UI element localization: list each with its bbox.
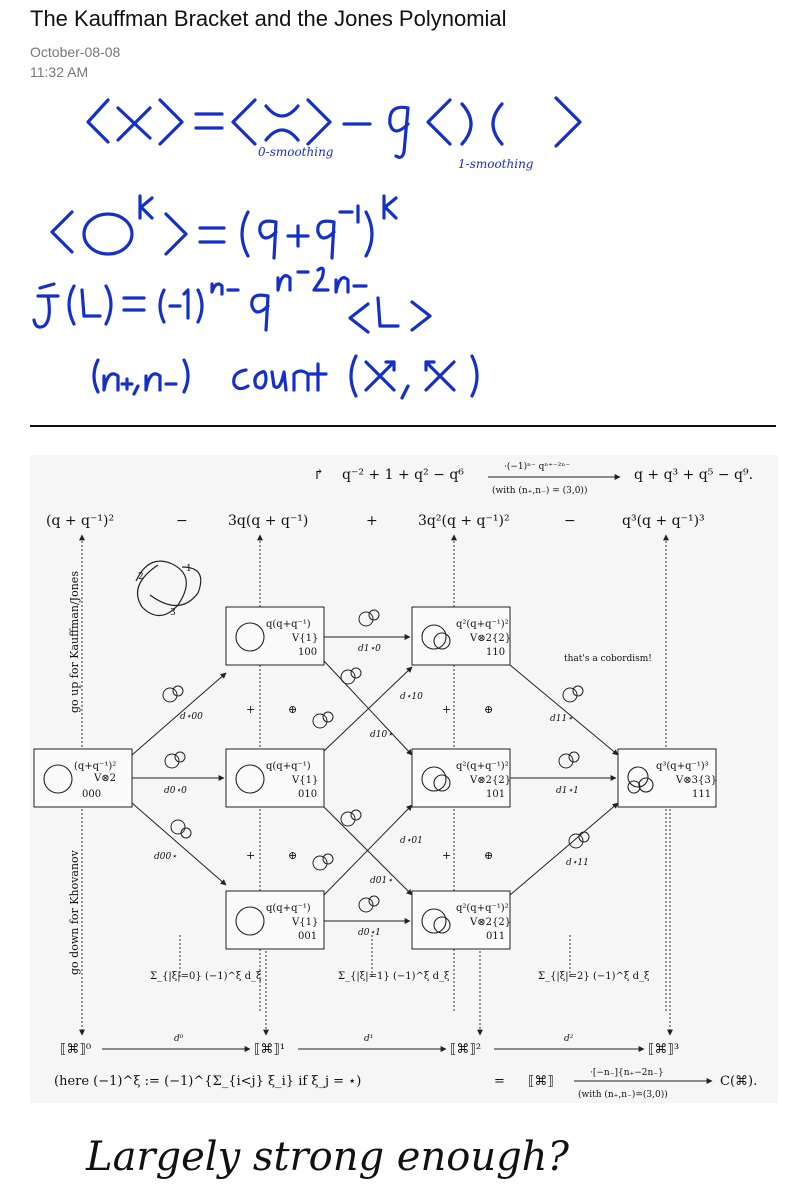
node-111-mid: V⊗3{3} [675, 775, 717, 786]
top-right-polynomial: q + q³ + q⁵ − q⁹. [634, 467, 753, 483]
trefoil-knot-icon [135, 560, 202, 617]
footer-result: C(⌘). [720, 1074, 757, 1089]
plus-sign: + [246, 703, 255, 716]
node-111-id: 111 [692, 789, 711, 800]
node-101-mid: V⊗2{2} [469, 775, 511, 786]
knot-label-3: 3 [170, 608, 176, 618]
knot-label-1: 1 [186, 564, 192, 574]
note-time: 11:32 AM [30, 64, 89, 80]
node-101-id: 101 [486, 789, 505, 800]
edge-label-d00-: d00⋆ [154, 852, 177, 862]
term-sign-1: + [366, 513, 378, 529]
term-2: 3q²(q + q⁻¹)² [418, 513, 510, 529]
oplus-sign: ⊕ [484, 849, 493, 862]
footer-definition: (here (−1)^ξ := (−1)^{Σ_{i<j} ξ_i} if ξ_… [54, 1074, 361, 1089]
node-001-id: 001 [298, 931, 317, 942]
node-010-top: q(q+q⁻¹) [266, 761, 311, 772]
smoothing-label-1: 1-smoothing [458, 157, 534, 171]
edge-label-d0-0: d0⋆0 [164, 786, 187, 796]
handwritten-equations: 0-smoothing 1-smoothing [32, 96, 582, 400]
node-100-mid: V{1} [291, 633, 318, 644]
footer-arrow-label: ·[−n₋]{n₊−2n₋} [590, 1068, 664, 1078]
edge-label-d11-: d11⋆ [550, 714, 573, 724]
chain-map-d0: d⁰ [174, 1034, 184, 1044]
node-000-top: (q+q⁻¹)² [74, 761, 116, 772]
knot-label-2: 2 [138, 572, 144, 582]
note-date: October-08-08 [30, 44, 121, 60]
node-100-id: 100 [298, 647, 317, 658]
khovanov-cube-figure: ↱ q⁻² + 1 + q² − q⁶ ·(−1)ⁿ⁻ qⁿ⁺⁻²ⁿ⁻ (wit… [30, 455, 778, 1103]
chain-map-d2: d² [564, 1034, 574, 1044]
node-000-mid: V⊗2 [93, 773, 116, 784]
node-111-top: q³(q+q⁻¹)³ [656, 761, 709, 772]
sum-label-0: Σ_{|ξ|=0} (−1)^ξ d_ξ [150, 971, 262, 982]
footer-arrow-sub: (with (n₊,n₋)=(3,0)) [578, 1089, 668, 1100]
term-sign-0: − [176, 513, 188, 529]
note-title: The Kauffman Bracket and the Jones Polyn… [30, 6, 507, 31]
top-arrow-sub: (with (n₊,n₋) = (3,0)) [492, 485, 587, 496]
smoothing-label-0: 0-smoothing [258, 145, 334, 159]
chain-3: ⟦⌘⟧³ [648, 1042, 679, 1057]
node-100-top: q(q+q⁻¹) [266, 619, 311, 630]
term-3: q³(q + q⁻¹)³ [622, 513, 705, 529]
node-110-mid: V⊗2{2} [469, 633, 511, 644]
node-110-id: 110 [486, 647, 505, 658]
node-011-top: q²(q+q⁻¹)² [456, 903, 509, 914]
footer-equals: = [494, 1074, 505, 1089]
node-010-mid: V{1} [291, 775, 318, 786]
node-010-id: 010 [298, 789, 317, 800]
node-110-top: q²(q+q⁻¹)² [456, 619, 509, 630]
chain-0: ⟦⌘⟧⁰ [60, 1042, 91, 1057]
plus-sign: + [442, 849, 451, 862]
side-label-down: go down for Khovanov [68, 849, 81, 975]
node-001-top: q(q+q⁻¹) [266, 903, 311, 914]
sum-label-1: Σ_{|ξ|=1} (−1)^ξ d_ξ [338, 971, 450, 982]
edge-label-d-11: d⋆11 [566, 858, 589, 868]
plus-sign: + [246, 849, 255, 862]
oplus-sign: ⊕ [288, 849, 297, 862]
node-101-top: q²(q+q⁻¹)² [456, 761, 509, 772]
footer-bracket: ⟦⌘⟧ [528, 1074, 554, 1089]
term-1: 3q(q + q⁻¹) [228, 513, 308, 529]
oplus-sign: ⊕ [288, 703, 297, 716]
term-sign-2: − [564, 513, 576, 529]
svg-text:↱: ↱ [313, 467, 325, 483]
bottom-remark-text: Largely strong enough? [85, 1134, 569, 1180]
chain-map-d1: d¹ [364, 1034, 373, 1044]
edge-label-d10-: d10⋆ [370, 730, 393, 740]
sum-label-2: Σ_{|ξ|=2} (−1)^ξ d_ξ [538, 971, 650, 982]
divider-line [30, 425, 776, 427]
node-011-mid: V⊗2{2} [469, 917, 511, 928]
chain-2: ⟦⌘⟧² [450, 1042, 481, 1057]
node-011-id: 011 [486, 931, 505, 942]
edge-label-d1-1: d1⋆1 [556, 786, 579, 796]
side-label-up: go up for Kauffman/Jones [68, 571, 81, 713]
plus-sign: + [442, 703, 451, 716]
term-0: (q + q⁻¹)² [46, 513, 114, 529]
edge-label-d0-1: d0⋆1 [358, 928, 381, 938]
edge-label-d-10: d⋆10 [400, 692, 423, 702]
oplus-sign: ⊕ [484, 703, 493, 716]
node-000-id: 000 [82, 789, 101, 800]
edge-label-d1-0: d1⋆0 [358, 644, 381, 654]
cobordism-note: that's a cobordism! [564, 654, 652, 664]
note-timestamp: October-08-08 11:32 AM [30, 42, 120, 82]
edge-label-d-01: d⋆01 [400, 836, 423, 846]
edge-label-d-00: d⋆00 [180, 712, 203, 722]
top-left-polynomial: q⁻² + 1 + q² − q⁶ [342, 467, 464, 483]
top-arrow-label: ·(−1)ⁿ⁻ qⁿ⁺⁻²ⁿ⁻ [504, 461, 570, 472]
node-001-mid: V{1} [291, 917, 318, 928]
edge-label-d01-: d01⋆ [370, 876, 393, 886]
chain-1: ⟦⌘⟧¹ [254, 1042, 285, 1057]
